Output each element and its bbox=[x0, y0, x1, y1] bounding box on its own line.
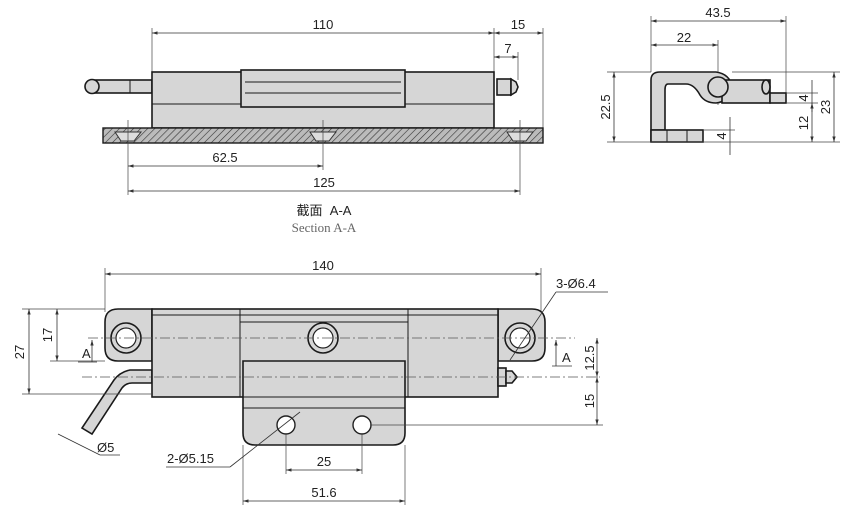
dim-12: 12 bbox=[796, 116, 811, 130]
section-marker-right: A bbox=[562, 350, 571, 365]
dim-27: 27 bbox=[12, 345, 27, 359]
dim-125: 125 bbox=[313, 175, 335, 190]
right-pin-tip bbox=[505, 370, 519, 384]
center-knuckle bbox=[240, 69, 406, 108]
leaf-hole-left bbox=[276, 415, 296, 435]
bracket-foot bbox=[650, 129, 704, 143]
bent-pin bbox=[80, 369, 153, 436]
dim-110: 110 bbox=[313, 17, 334, 32]
dim-22: 22 bbox=[677, 30, 691, 45]
caption-cn: 截面 A-A bbox=[297, 203, 352, 218]
right-pin bbox=[496, 78, 512, 96]
dim-12-5: 12.5 bbox=[582, 345, 597, 370]
leaf-hole-right bbox=[352, 415, 372, 435]
dim-25: 25 bbox=[317, 454, 331, 469]
callout-pin-diameter: Ø5 bbox=[97, 440, 114, 455]
dim-15-front: 15 bbox=[582, 394, 597, 408]
section-view: 110 15 7 62.5 125 截面 A-A Section A-A bbox=[84, 17, 544, 235]
dim-62-5: 62.5 bbox=[212, 150, 237, 165]
dim-23: 23 bbox=[818, 100, 833, 114]
dim-4-pin: 4 bbox=[796, 94, 811, 101]
section-marker-left: A bbox=[82, 346, 91, 361]
dim-15: 15 bbox=[511, 17, 525, 32]
dim-43-5: 43.5 bbox=[705, 5, 730, 20]
dim-17: 17 bbox=[40, 328, 55, 342]
dim-4-foot: 4 bbox=[714, 132, 729, 139]
callout-leaf-holes: 2-Ø5.15 bbox=[167, 451, 214, 466]
callout-lug-holes: 3-Ø6.4 bbox=[556, 276, 596, 291]
side-view: 43.5 22 22.5 23 12 4 4 bbox=[598, 5, 840, 155]
pin-tab bbox=[769, 92, 787, 104]
dim-7: 7 bbox=[504, 41, 511, 56]
right-pin-tip bbox=[510, 77, 519, 97]
dim-22-5: 22.5 bbox=[598, 94, 613, 119]
pin-end bbox=[84, 78, 100, 95]
front-view: 140 27 17 bbox=[12, 258, 608, 505]
pivot-knuckle bbox=[707, 76, 729, 98]
dim-140: 140 bbox=[312, 258, 334, 273]
pin-rod bbox=[91, 79, 153, 94]
dim-51-6: 51.6 bbox=[311, 485, 336, 500]
caption-en: Section A-A bbox=[292, 220, 357, 235]
mounting-leaf bbox=[242, 360, 406, 446]
